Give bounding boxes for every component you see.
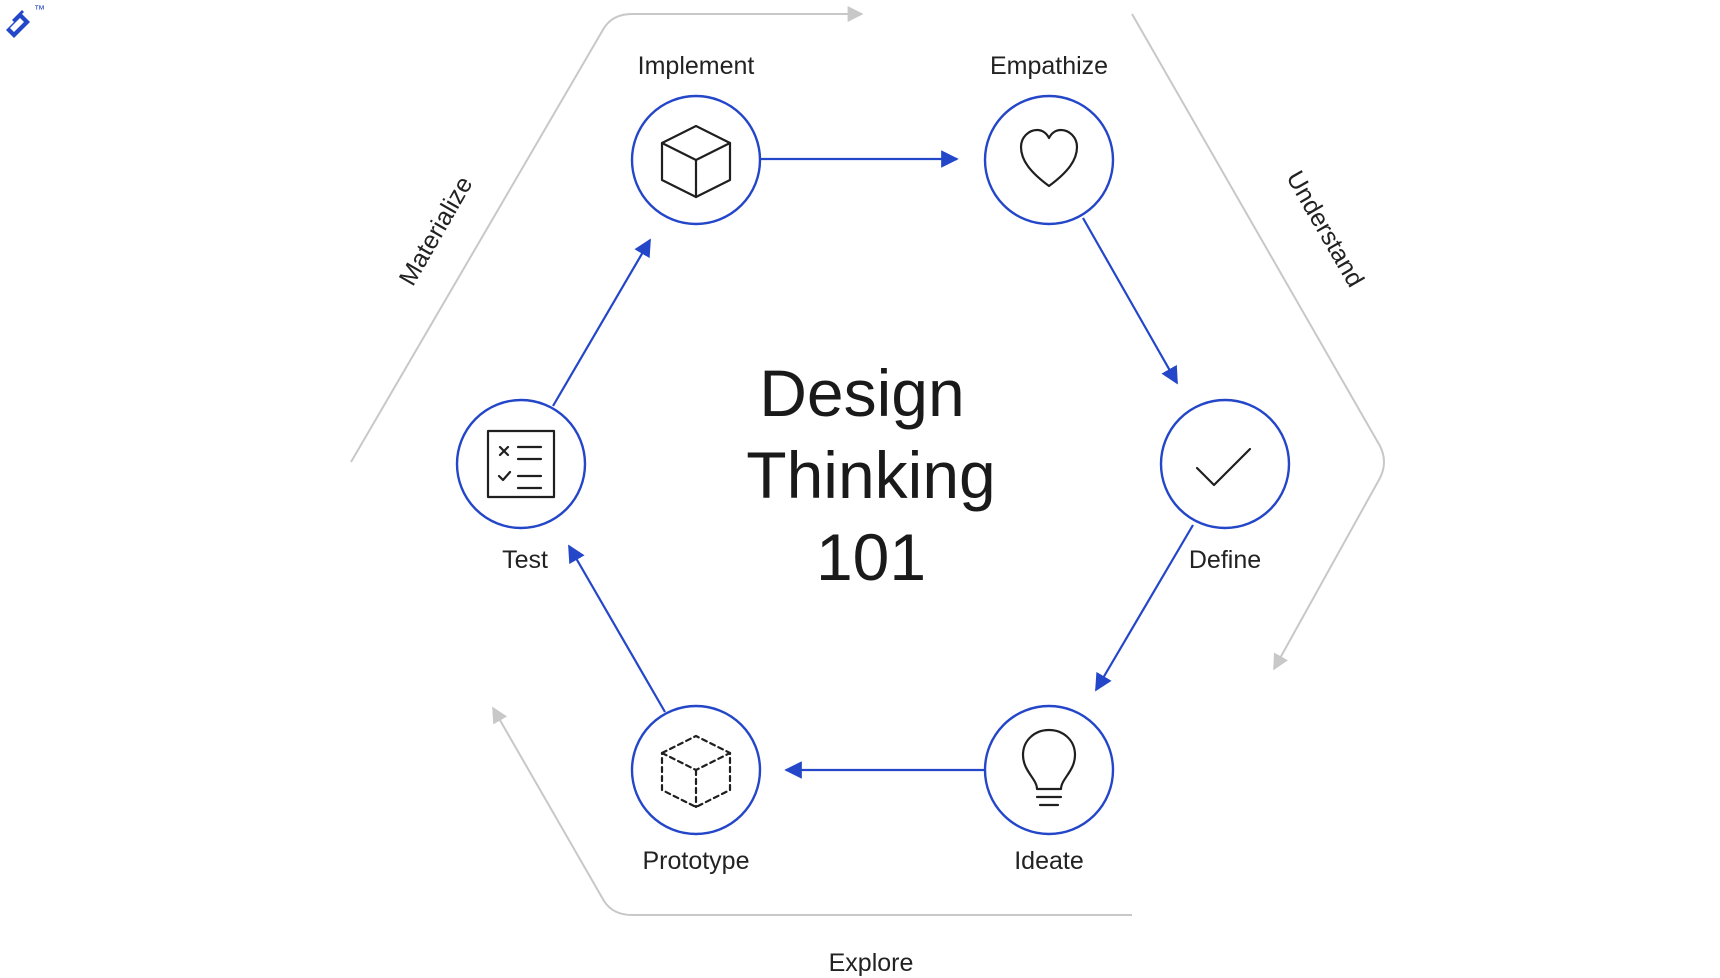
flow-empathize-to-define xyxy=(1082,217,1178,385)
phase-label-understand: Understand xyxy=(1280,166,1369,292)
title-line-1: Design xyxy=(759,356,964,430)
node-label-empathize: Empathize xyxy=(990,52,1108,80)
dashed-cube-icon xyxy=(660,734,732,809)
node-test[interactable] xyxy=(455,398,587,530)
title-line-2: Thinking xyxy=(746,438,995,512)
phase-label-materialize: Materialize xyxy=(394,172,479,291)
trademark-symbol: ™ xyxy=(34,4,45,16)
toptal-logo-icon[interactable] xyxy=(6,10,30,38)
node-empathize[interactable] xyxy=(983,94,1115,226)
lightbulb-icon xyxy=(1021,728,1077,807)
node-ideate[interactable] xyxy=(983,704,1115,836)
flow-prototype-to-test xyxy=(568,544,666,713)
phase-label-explore: Explore xyxy=(829,949,914,977)
node-label-test: Test xyxy=(502,546,548,574)
flow-test-to-implement xyxy=(552,238,651,407)
cube-icon xyxy=(660,124,732,199)
node-label-define: Define xyxy=(1189,546,1261,574)
node-implement[interactable] xyxy=(630,94,762,226)
node-label-implement: Implement xyxy=(638,52,755,80)
materialize-arrow xyxy=(350,6,864,463)
flow-define-to-ideate xyxy=(1095,524,1194,692)
title-line-3: 101 xyxy=(816,520,926,594)
heart-icon xyxy=(1019,128,1079,188)
node-define[interactable] xyxy=(1159,398,1291,530)
checklist-icon xyxy=(486,429,556,499)
understand-arrow xyxy=(1131,13,1385,671)
explore-arrow xyxy=(492,706,1132,916)
node-prototype[interactable] xyxy=(630,704,762,836)
node-label-ideate: Ideate xyxy=(1014,847,1084,875)
node-label-prototype: Prototype xyxy=(642,847,749,875)
checkmark-icon xyxy=(1195,447,1252,487)
